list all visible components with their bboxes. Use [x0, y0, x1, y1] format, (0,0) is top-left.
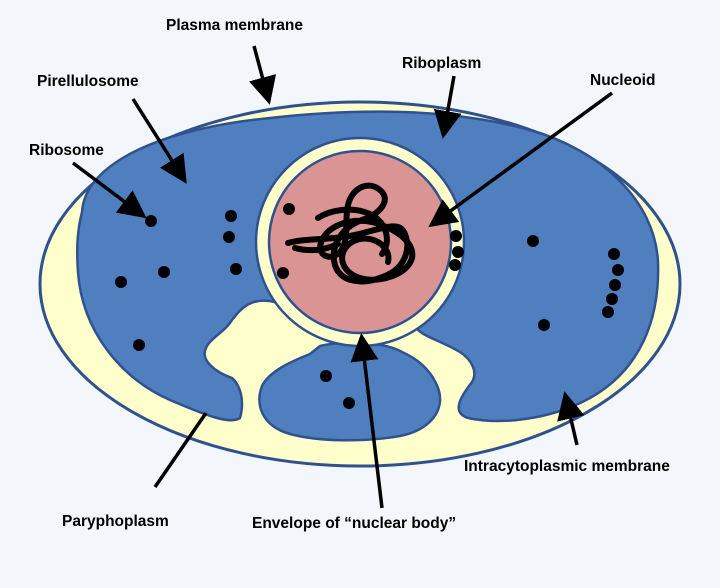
ribosome	[602, 306, 614, 318]
label-envelope-nuclear-body: Envelope of “nuclear body”	[252, 515, 457, 532]
ribosome	[608, 248, 620, 260]
ribosome	[609, 279, 621, 291]
label-riboplasm: Riboplasm	[402, 55, 482, 72]
ribosome	[612, 264, 624, 276]
ribosome	[606, 293, 618, 305]
arrow-pirellulosome	[131, 98, 187, 184]
pointer-paryphoplasm	[153, 412, 208, 488]
label-intracytoplasmic-membrane: Intracytoplasmic membrane	[464, 458, 670, 475]
label-ribosome: Ribosome	[29, 142, 104, 159]
arrow-ribosome	[71, 161, 147, 219]
ribosome	[320, 370, 332, 382]
arrow-nucleoid	[428, 91, 614, 228]
ribosome	[452, 246, 464, 258]
ribosome	[343, 397, 355, 409]
label-paryphoplasm: Paryphoplasm	[62, 513, 169, 530]
arrow-riboplasm	[433, 75, 462, 139]
label-plasma-membrane: Plasma membrane	[166, 17, 303, 34]
ribosome	[223, 231, 235, 243]
ribosome	[538, 319, 550, 331]
ribosome	[449, 259, 461, 271]
ribosome	[225, 210, 237, 222]
ribosome	[230, 263, 242, 275]
label-nucleoid: Nucleoid	[590, 72, 656, 89]
label-pirellulosome: Pirellulosome	[37, 73, 139, 90]
arrow-plasma-membrane	[249, 45, 277, 105]
pirellulosome-lower-lobe	[258, 341, 442, 442]
ribosome	[527, 235, 539, 247]
ribosome	[133, 339, 145, 351]
nucleoid-dna-tangle	[285, 182, 416, 285]
ribosome	[115, 276, 127, 288]
ribosome	[277, 267, 289, 279]
ribosome	[158, 266, 170, 278]
arrow-intracytoplasmic-membrane	[557, 391, 585, 446]
ribosome	[283, 203, 295, 215]
arrow-envelope	[350, 333, 384, 509]
ribosomes	[115, 203, 624, 409]
ribosome	[145, 215, 157, 227]
label-arrows	[71, 45, 614, 509]
ribosome	[450, 230, 462, 242]
